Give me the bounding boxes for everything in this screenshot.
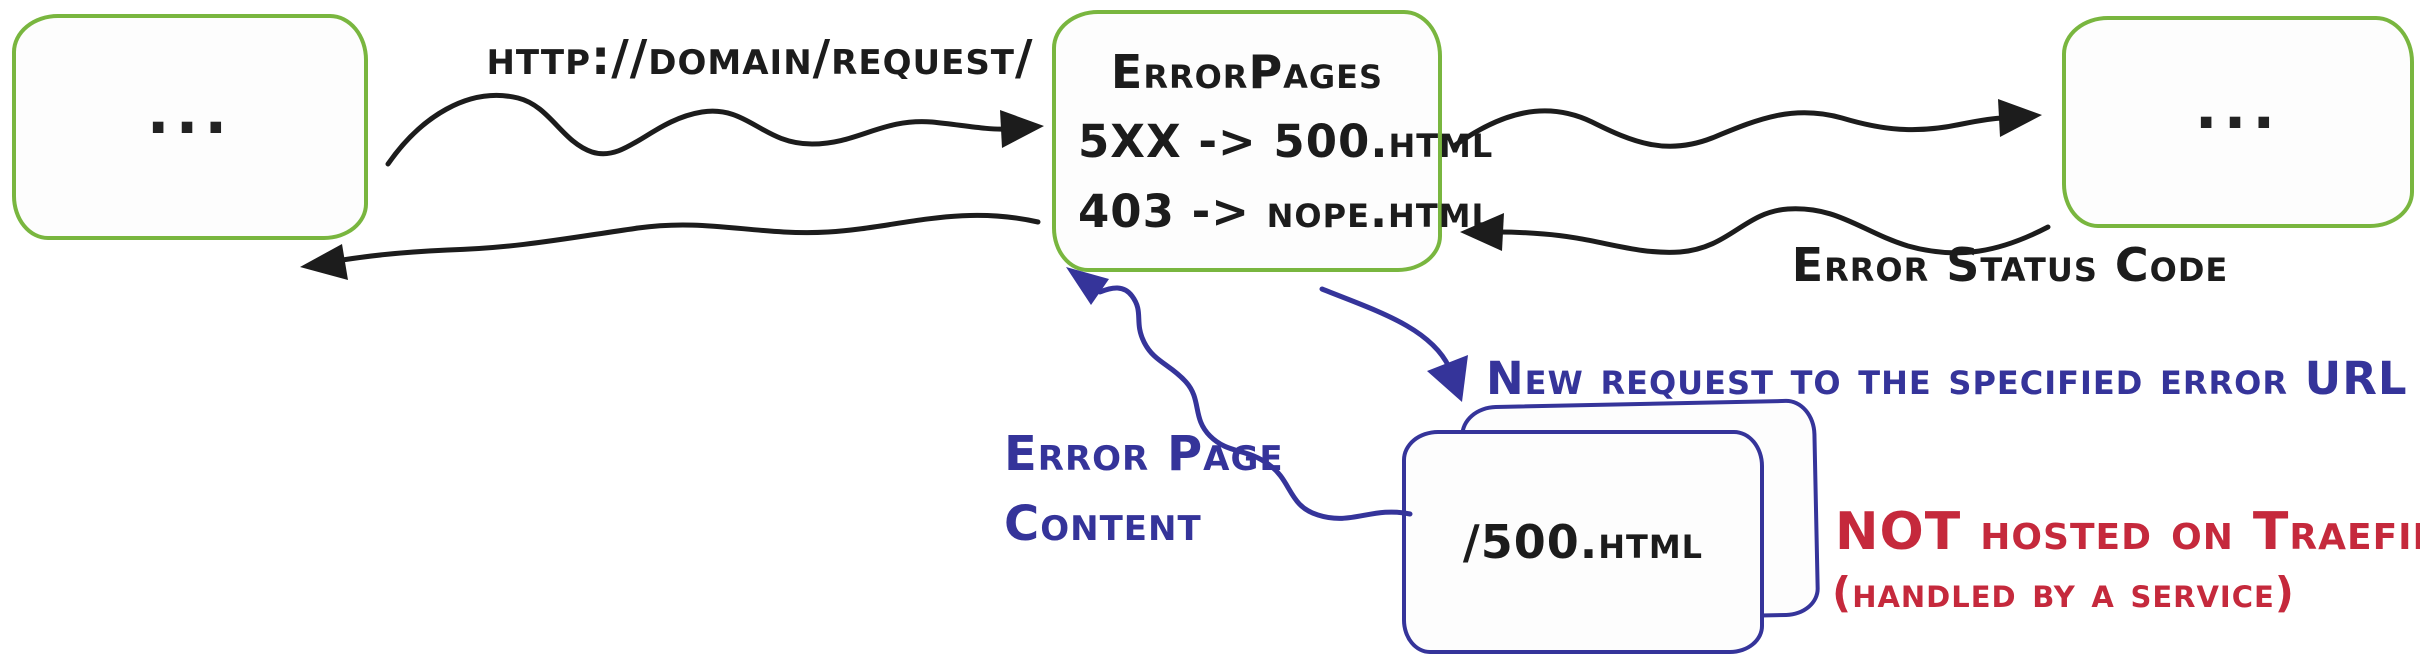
error-content-line-2: Content (1004, 495, 1202, 552)
request-arrow (385, 92, 1044, 167)
error-service-box: /500.html (1402, 430, 1764, 654)
client-box: ... (12, 14, 368, 240)
middleware-rule-5xx: 5XX -> 500.html (1078, 115, 1494, 168)
forward-arrow (1451, 99, 2042, 149)
middleware-rule-403: 403 -> nope.html (1078, 184, 1493, 238)
response-arrow (300, 212, 1041, 280)
request-url-label: http://domain/request/ (486, 30, 1034, 86)
not-hosted-label: NOT hosted on Traefik (1835, 502, 2420, 562)
middleware-box: ErrorPages 5XX -> 500.html 403 -> nope.h… (1052, 10, 1494, 272)
new-request-arrow (1319, 286, 1468, 402)
new-request-label: New request to the specified error URL (1486, 352, 2408, 405)
backend-box-label: ... (2194, 73, 2282, 143)
backend-box: ... (2062, 16, 2414, 228)
error-status-label: Error Status Code (1791, 238, 2229, 292)
middleware-title: ErrorPages (1110, 44, 1384, 99)
client-box-label: ... (146, 78, 234, 148)
error-service-label: /500.html (1462, 515, 1704, 569)
error-content-label: Error Page Content (1004, 420, 1284, 559)
error-content-line-1: Error Page (1004, 426, 1284, 482)
handled-by-label: (handled by a service) (1832, 568, 2295, 617)
